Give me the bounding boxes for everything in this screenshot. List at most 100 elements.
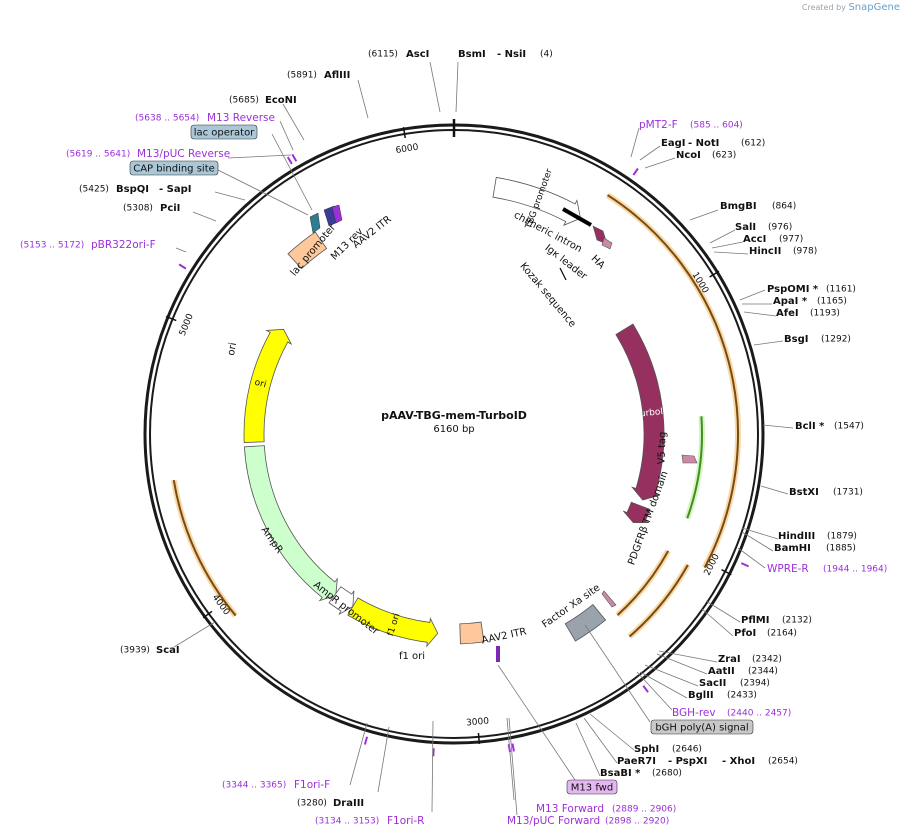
primer-label: (2440 .. 2457) [727,709,791,719]
enzyme-label: (1193) [810,309,840,319]
primer-site [740,562,750,568]
primer-site [286,156,293,165]
feature-arrow [623,501,651,524]
primer-label: F1ori-F [294,779,330,791]
label-box [190,124,258,140]
lac-promoter-mark [309,212,321,234]
enzyme-label: AccI [743,234,766,245]
tick-mark [709,270,720,278]
primer-label: (2889 .. 2906) [612,805,676,815]
primer-label: (3344 .. 3365) [222,781,286,791]
enzyme-label: EagI [661,138,685,149]
enzyme-label: PflMI [741,615,769,626]
boxed-feature-label: lac operator [194,128,255,139]
feature-name-label: f1 ori [399,651,425,662]
plasmid-size: 6160 bp [433,424,474,435]
leader-line [737,547,766,569]
primer-label: WPRE-R [767,563,809,575]
enzyme-label: HincII [749,246,781,257]
enzyme-label: NcoI [676,150,701,161]
enzyme-label: BclI * [795,421,825,432]
enzyme-label: (1731) [833,488,863,498]
feature-name-label: V5 tag [656,431,668,464]
orange-track [616,550,670,616]
leader-line [282,103,305,141]
enzyme-label: BspQI [116,184,149,195]
enzyme-label: (1161) [826,285,856,295]
primer-label: F1ori-R [387,815,424,827]
enzyme-label: (2646) [672,745,702,755]
enzyme-label: (2132) [782,616,812,626]
boxed-feature-label: CAP binding site [133,164,215,175]
primer-label: (5153 .. 5172) [20,241,84,251]
leader-line [705,600,741,623]
primer-site [432,748,435,757]
leader-line [431,720,434,813]
leader-line [639,145,661,161]
leader-line [279,120,294,151]
feature-arrow [459,621,485,645]
leader-line [584,624,651,723]
primer-label: (585 .. 604) [690,121,743,131]
kozak-mark [559,267,567,281]
primer-label: (1944 .. 1964) [823,565,887,575]
leader-line [644,664,699,687]
orange-track-halo [627,563,691,639]
enzyme-label: BamHI [774,543,811,554]
leader-line [377,726,390,793]
leader-line [175,247,187,253]
watermark-brand: SnapGene [848,2,900,13]
enzyme-label: - NotI [688,138,719,149]
leader-line [762,424,794,429]
enzyme-label: (864) [772,202,796,212]
feature-arrow [287,231,328,270]
primer-label: pMT2-F [639,119,678,131]
leader-line [583,717,618,764]
tick-label: 5000 [178,312,196,337]
primer-site [632,167,639,176]
enzyme-label: (2654) [768,757,798,767]
leader-line [589,713,635,751]
enzyme-label: PspOMI * [767,284,819,295]
orange-track [607,194,739,569]
enzyme-label: (976) [768,223,792,233]
enzyme-label: DraIII [333,798,364,809]
enzyme-label: (1547) [834,422,864,432]
primer-site [178,263,187,270]
leader-line [217,169,309,216]
enzyme-label: - NsiI [497,49,526,60]
backbone-ring [143,119,765,745]
label-box [129,160,219,176]
watermark-prefix: Created by [801,3,846,12]
feature-arrow [347,597,439,648]
leader-line [741,531,774,552]
enzyme-label: (978) [793,247,817,257]
feature-name-label: AAV2 ITR [481,626,528,646]
enzyme-label: (623) [712,151,736,161]
feature-name-label: ori [226,342,239,357]
leader-line [271,133,313,211]
leader-line [506,717,515,801]
feature-label: TurboID [634,406,670,420]
tick-mark [402,127,406,139]
primer-site [642,685,649,693]
orange-track-halo [170,479,238,618]
feature-arrow [615,323,665,501]
primer-site [511,743,515,752]
enzyme-label: (1885) [826,544,856,554]
boxed-feature-label: M13 fwd [571,783,613,794]
m13-primer-mark [331,204,343,224]
enzyme-label: BmgBI [720,201,757,212]
leader-line [636,671,673,711]
v5-tag [681,454,698,464]
leader-line [753,340,784,346]
leader-line [639,671,688,699]
enzyme-label: (6115) [368,50,398,60]
leader-line [214,191,246,201]
leader-line [349,722,368,786]
leader-line [658,650,718,663]
enzyme-label: (5425) [79,185,109,195]
enzyme-label: - SapI [159,184,191,195]
